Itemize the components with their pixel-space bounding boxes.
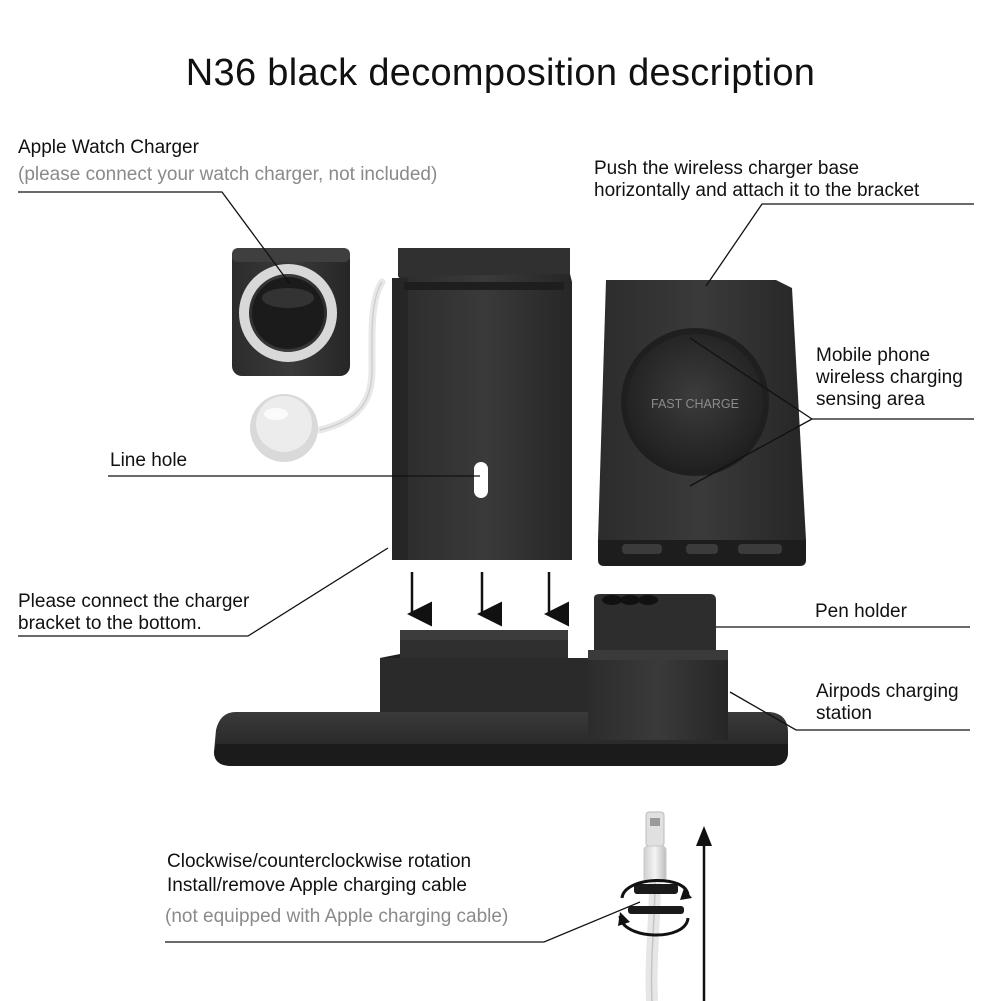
watch-charger-label: Apple Watch Charger — [18, 137, 199, 158]
wireless-charger-base: FAST CHARGE — [598, 280, 806, 566]
usb-port-2 — [686, 544, 718, 554]
rotate-arrow-icon — [620, 879, 690, 899]
line-hole-label: Line hole — [110, 450, 188, 471]
pen-holder — [594, 594, 716, 650]
airpods-station — [588, 650, 728, 740]
leader-lines — [18, 191, 974, 943]
connect-bracket-label-line2: bracket to the bottom. — [18, 613, 202, 634]
rotation-label-line1: Clockwise/counterclockwise rotation — [167, 851, 472, 872]
mobile-sensing-label-line2: wireless charging — [816, 367, 963, 388]
up-arrow-icon — [696, 826, 712, 846]
usb-port-3 — [738, 544, 782, 554]
mobile-sensing-label-line1: Mobile phone — [816, 345, 931, 366]
line-hole-slot — [474, 462, 488, 498]
assembly-arrows — [407, 572, 569, 627]
pen-holder-label: Pen holder — [815, 601, 907, 622]
watch-charger-note: (please connect your watch charger, not … — [18, 164, 438, 185]
rotation-note: (not equipped with Apple charging cable) — [165, 906, 509, 927]
usb-port-1 — [622, 544, 662, 554]
page-title: N36 black decomposition description — [185, 52, 816, 94]
watch-holder — [232, 248, 350, 376]
mobile-sensing-label-line3: sensing area — [816, 389, 925, 410]
watch-puck — [250, 278, 386, 462]
fast-charge-text: FAST CHARGE — [651, 397, 739, 411]
airpods-station-label-line2: station — [816, 703, 872, 724]
leader-watch — [18, 191, 291, 285]
phone-bracket — [392, 248, 572, 560]
connect-bracket-label-line1: Please connect the charger — [18, 591, 250, 612]
leader-connect-bracket — [18, 547, 389, 637]
push-base-label-line2: horizontally and attach it to the bracke… — [594, 180, 920, 201]
rotation-label-line2: Install/remove Apple charging cable — [167, 875, 467, 896]
watch-ring-icon — [239, 264, 337, 362]
airpods-station-label-line1: Airpods charging — [816, 681, 959, 702]
leader-airpods — [729, 691, 970, 731]
rotation-detail — [618, 811, 712, 1001]
leader-rotation — [165, 901, 641, 943]
leader-push-base — [705, 203, 974, 287]
leader-sensing-bottom — [689, 418, 813, 487]
push-base-label-line1: Push the wireless charger base — [594, 158, 860, 179]
